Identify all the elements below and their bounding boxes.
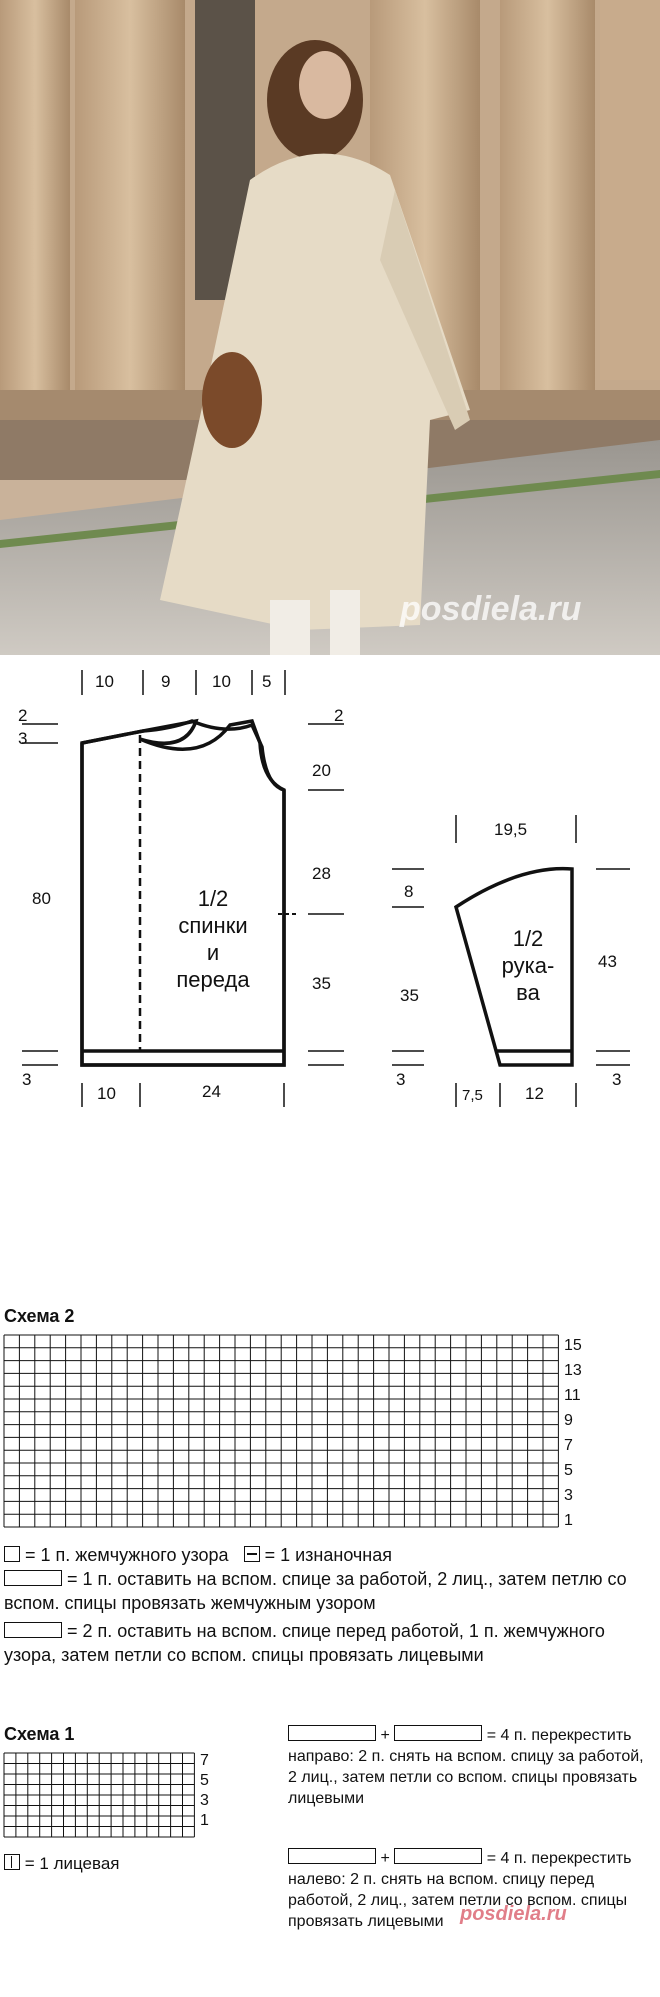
purl-stitch-icon bbox=[243, 1546, 260, 1562]
dim-top-1: 10 bbox=[95, 672, 114, 691]
row-num-13: 13 bbox=[564, 1362, 582, 1379]
dim-bottom-2: 24 bbox=[202, 1082, 221, 1101]
cross-right-symbol-icon bbox=[4, 1622, 62, 1638]
body-label-line-2: спинки bbox=[178, 913, 248, 938]
cable-right-text: = 4 п. перекрестить направо: 2 п. снять … bbox=[288, 1727, 644, 1807]
scheme2-legend: = 1 п. жемчужного узора = 1 изнаночная =… bbox=[4, 1543, 644, 1667]
legend-row-2: = 1 п. оставить на вспом. спице за работ… bbox=[4, 1567, 644, 1615]
sleeve-label-line-2: рука- bbox=[501, 953, 555, 978]
s1-row-3: 3 bbox=[200, 1792, 209, 1809]
row-num-5: 5 bbox=[564, 1462, 573, 1479]
scheme1-grid bbox=[3, 1752, 195, 1838]
watermark-bottom: posdiela.ru bbox=[460, 1903, 567, 1925]
scheme2-title: Схема 2 bbox=[4, 1306, 75, 1326]
photo-illustration bbox=[0, 0, 660, 655]
dim-top-3: 10 bbox=[212, 672, 231, 691]
scheme1-row-numbers: 7 5 3 1 bbox=[200, 1751, 209, 1831]
sleeve-label-line-1: 1/2 bbox=[512, 926, 544, 951]
model-photo: posdiela.ru bbox=[0, 0, 660, 655]
legend-knit-text: = 1 лицевая bbox=[24, 1854, 120, 1873]
scheme1-title: Схема 1 bbox=[4, 1724, 75, 1744]
row-num-1: 1 bbox=[564, 1512, 573, 1529]
sleeve-bottom-1: 7,5 bbox=[462, 1087, 483, 1104]
plus-sign-2: + bbox=[380, 1850, 390, 1867]
schematic-drawing bbox=[22, 670, 630, 1107]
cable-left-symbol-a-icon bbox=[288, 1848, 376, 1864]
sleeve-label: 1/2 рука- ва bbox=[488, 925, 568, 1006]
dim-right-2: 28 bbox=[312, 864, 331, 883]
s1-row-5: 5 bbox=[200, 1772, 209, 1789]
dim-right-top: 2 bbox=[334, 706, 344, 725]
sleeve-right-height: 43 bbox=[598, 952, 617, 971]
s1-row-1: 1 bbox=[200, 1812, 209, 1829]
cable-right-symbol-a-icon bbox=[288, 1725, 376, 1741]
dim-total-height: 80 bbox=[32, 889, 51, 908]
knitting-charts: Схема 2 15 13 11 9 7 5 3 1 = 1 п. жемчуж… bbox=[0, 1305, 660, 1997]
legend-cross-right: = 2 п. оставить на вспом. спице перед ра… bbox=[4, 1621, 605, 1665]
sleeve-left-lower: 35 bbox=[400, 986, 419, 1005]
dim-left-top-2: 3 bbox=[18, 729, 28, 748]
plus-sign: + bbox=[380, 1727, 390, 1744]
pattern-schematic: 10 9 10 5 2 3 2 20 28 35 80 3 10 24 1/2 … bbox=[0, 655, 660, 1305]
dim-right-1: 20 bbox=[312, 761, 331, 780]
row-num-7: 7 bbox=[564, 1437, 573, 1454]
watermark: posdiela.ru bbox=[400, 590, 582, 628]
dim-hem-left: 3 bbox=[22, 1070, 32, 1089]
body-label-line-4: переда bbox=[176, 967, 250, 992]
row-num-15: 15 bbox=[564, 1337, 582, 1354]
dim-left-top-1: 2 bbox=[18, 706, 28, 725]
cross-left-symbol-icon bbox=[4, 1570, 62, 1586]
sleeve-hem-left: 3 bbox=[396, 1070, 406, 1089]
row-num-11: 11 bbox=[564, 1387, 581, 1404]
dim-top-4: 5 bbox=[262, 672, 272, 691]
dim-bottom-1: 10 bbox=[97, 1084, 116, 1103]
scheme1-cable-left: + = 4 п. перекрестить налево: 2 п. снять… bbox=[288, 1848, 654, 1932]
cable-left-symbol-b-icon bbox=[394, 1848, 483, 1864]
scheme1-legend-knit: = 1 лицевая bbox=[4, 1853, 119, 1875]
scheme2-row-numbers: 15 13 11 9 7 5 3 1 bbox=[564, 1333, 582, 1533]
sleeve-top-width: 19,5 bbox=[494, 820, 528, 839]
legend-cross-left: = 1 п. оставить на вспом. спице за работ… bbox=[4, 1569, 627, 1613]
sleeve-hem-right: 3 bbox=[612, 1070, 622, 1089]
body-label-line-1: 1/2 bbox=[197, 886, 229, 911]
sleeve-bottom-2: 12 bbox=[525, 1084, 544, 1103]
s1-row-7: 7 bbox=[200, 1752, 209, 1769]
body-piece-label: 1/2 спинки и переда bbox=[148, 885, 278, 993]
row-num-9: 9 bbox=[564, 1412, 573, 1429]
sleeve-label-line-3: ва bbox=[516, 980, 540, 1005]
scheme1-cable-right: + = 4 п. перекрестить направо: 2 п. снят… bbox=[288, 1725, 654, 1809]
dim-top-2: 9 bbox=[161, 672, 171, 691]
legend-row-1: = 1 п. жемчужного узора = 1 изнаночная bbox=[4, 1543, 644, 1567]
cable-left-text: = 4 п. перекрестить налево: 2 п. снять н… bbox=[288, 1850, 632, 1930]
legend-purl: = 1 изнаночная bbox=[264, 1545, 393, 1565]
seed-stitch-icon bbox=[4, 1546, 20, 1562]
cable-right-symbol-b-icon bbox=[394, 1725, 483, 1741]
sleeve-left-upper: 8 bbox=[404, 882, 414, 901]
scheme2-grid bbox=[3, 1334, 559, 1528]
knit-stitch-icon bbox=[4, 1854, 20, 1870]
body-label-line-3: и bbox=[206, 940, 220, 965]
row-num-3: 3 bbox=[564, 1487, 573, 1504]
legend-seed: = 1 п. жемчужного узора bbox=[25, 1545, 229, 1565]
legend-row-3: = 2 п. оставить на вспом. спице перед ра… bbox=[4, 1619, 644, 1667]
dim-right-3: 35 bbox=[312, 974, 331, 993]
